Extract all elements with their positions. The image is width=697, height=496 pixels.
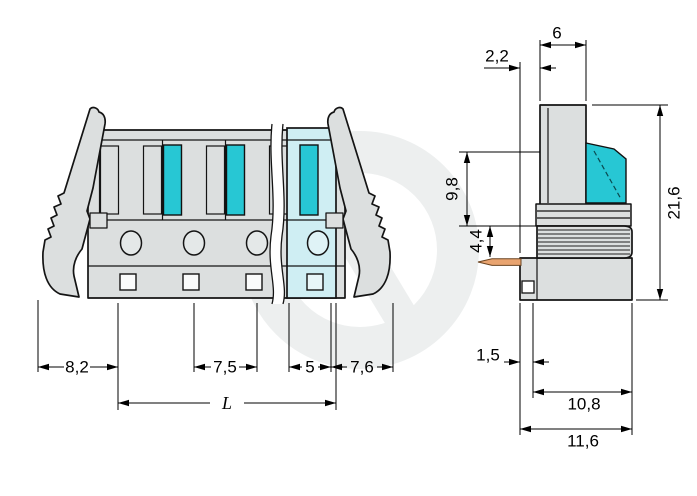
length-break	[269, 123, 286, 305]
dim-label-top-width: 6	[552, 24, 561, 43]
pole1-conductor-hole	[119, 230, 143, 256]
side-dimensions: 6 2,2 9,8 4,4 21,6 1,5 10,8 11,6	[443, 24, 684, 451]
pole4-test-opening	[306, 273, 324, 291]
left-lever-pivot	[89, 212, 108, 229]
dim-label-lever-width: 5	[305, 358, 314, 377]
pole4-push-lever	[299, 144, 319, 216]
side-mid-band	[535, 203, 632, 227]
pole3-push-lever	[225, 144, 246, 216]
dim-label-upper-height: 9,8	[443, 177, 462, 201]
pole1-lever-slot	[99, 145, 120, 215]
pole4-conductor-hole	[306, 230, 330, 256]
front-dimensions: 8,2 7,5 5 7,6 L	[37, 300, 394, 413]
dim-label-pin-height: 4,4	[467, 229, 486, 253]
pole2-push-lever	[162, 144, 183, 216]
pole2-contact-slot	[205, 145, 226, 215]
pole1-contact-slot	[142, 145, 163, 215]
pole1-test-opening	[119, 273, 137, 291]
dim-dot-terminator	[337, 364, 343, 370]
side-base-block	[519, 257, 633, 301]
dim-label-edge-offset: 2,2	[485, 47, 509, 66]
pole3-test-opening	[245, 273, 263, 291]
side-housing-tower	[539, 104, 587, 206]
rib-lines	[538, 229, 630, 255]
side-view	[477, 104, 633, 301]
dim-label-total-length: L	[221, 393, 232, 413]
side-test-opening	[521, 280, 535, 294]
dim-label-end-offset: 7,6	[350, 358, 374, 377]
front-view	[42, 106, 391, 305]
pole2-test-opening	[182, 273, 200, 291]
pole3-conductor-hole	[245, 230, 269, 256]
lever-travel-dashed-line	[593, 150, 622, 200]
dim-label-pin-offset: 1,5	[476, 346, 500, 365]
dim-label-lever-offset: 8,2	[65, 358, 89, 377]
dim-label-base-depth: 10,8	[567, 395, 600, 414]
dim-label-total-height: 21,6	[665, 186, 684, 219]
solder-pin	[477, 258, 522, 266]
pole2-conductor-hole	[182, 230, 206, 256]
dim-label-pole-pitch: 7,5	[213, 358, 237, 377]
right-lever-pivot	[325, 212, 344, 229]
dim-label-total-depth: 11,6	[567, 432, 599, 451]
